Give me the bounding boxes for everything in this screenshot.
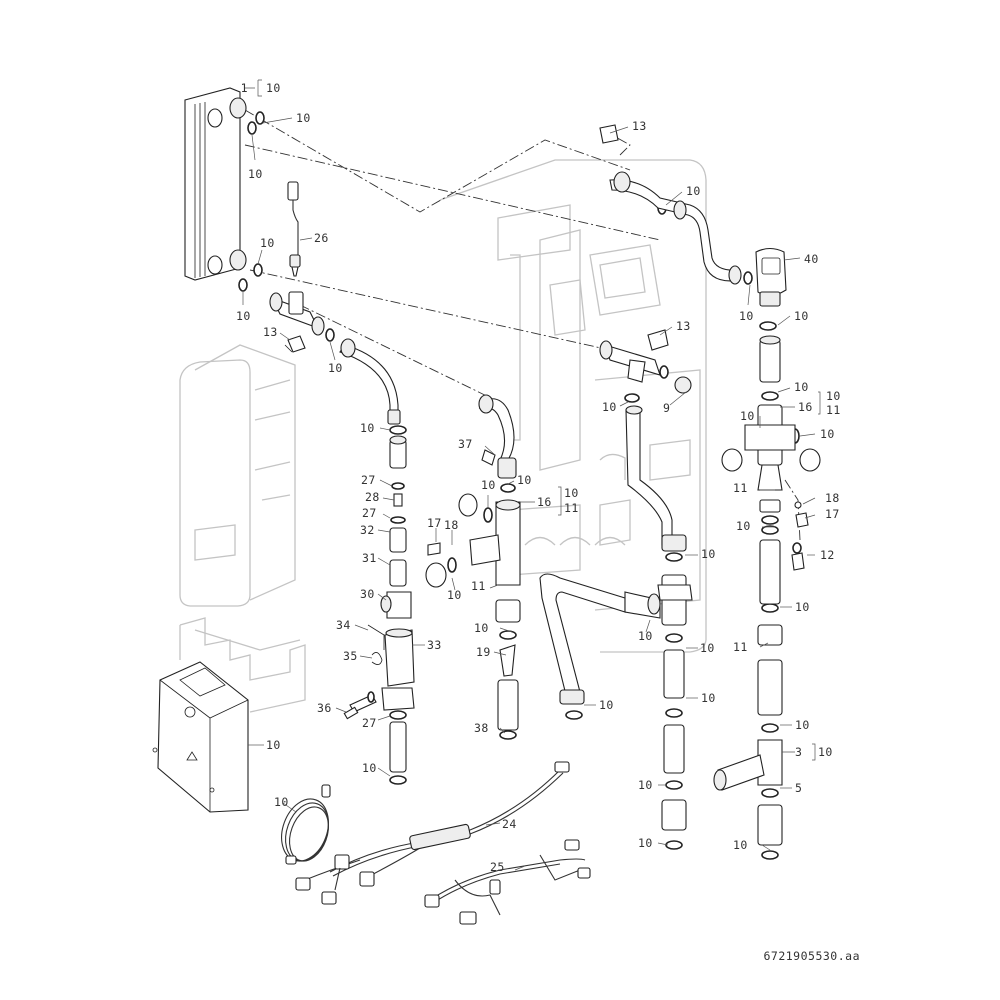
callout-label: 37 [458, 437, 473, 451]
callout-label: 40 [804, 252, 819, 266]
callout-label: 11 [733, 640, 748, 654]
callout-label: 10 [638, 629, 653, 643]
callout-label: 26 [314, 231, 329, 245]
callout-label: 10 [236, 309, 251, 323]
callout-label: 10 [602, 400, 617, 414]
callout-label: 10 [474, 621, 489, 635]
callout-label: 10 [481, 478, 496, 492]
pressure-gauge-fitting [755, 247, 787, 307]
callout-label: 11 [564, 501, 579, 515]
mounting-bracket-outline [179, 617, 306, 713]
callout-label: 10 [296, 111, 311, 125]
callout-label: 32 [360, 523, 375, 537]
callout-label: 10 [638, 836, 653, 850]
leader-lines [242, 79, 821, 871]
callout-label: 10 [564, 486, 579, 500]
flexible-pipe-left [339, 338, 401, 425]
callout-label: 10 [826, 389, 841, 403]
callout-label: 34 [336, 618, 351, 632]
callout-label: 38 [474, 721, 489, 735]
callout-label: 11 [471, 579, 486, 593]
callout-label: 10 [701, 691, 716, 705]
callout-label: 28 [365, 490, 380, 504]
callout-label: 10 [686, 184, 701, 198]
callout-label: 31 [362, 551, 377, 565]
callout-label: 27 [362, 716, 377, 730]
callout-label: 10 [795, 718, 810, 732]
callout-label: 10 [248, 167, 263, 181]
callout-label: 10 [794, 309, 809, 323]
wiring-harness-24 [295, 761, 570, 905]
callout-label: 30 [360, 587, 375, 601]
callout-label: 10 [700, 641, 715, 655]
lower-bent-pipe [539, 573, 661, 705]
wiring-harness-25 [424, 839, 591, 925]
callout-label: 9 [663, 401, 670, 415]
callout-label: 27 [362, 506, 377, 520]
centre-tee-and-pipes [599, 329, 692, 552]
mounting-frame-outline [439, 159, 707, 653]
callout-label: 35 [343, 649, 358, 663]
front-cover-outline [179, 344, 296, 607]
plate-heat-exchanger [184, 87, 247, 281]
callout-label: 10 [447, 588, 462, 602]
callout-label: 10 [328, 361, 343, 375]
t-piece-fitting-left [269, 291, 325, 353]
right-fitting-stack [713, 335, 821, 846]
control-box [152, 661, 249, 813]
callout-label: 27 [361, 473, 376, 487]
callout-label: 10 [266, 81, 281, 95]
callout-label: 33 [427, 638, 442, 652]
callout-label: 18 [825, 491, 840, 505]
callout-label: 10 [818, 745, 833, 759]
callout-label: 36 [317, 701, 332, 715]
callout-label: 10 [733, 838, 748, 852]
callout-label: 10 [266, 738, 281, 752]
left-valve-assembly [343, 435, 415, 773]
centre-right-fitting-stack [657, 574, 693, 831]
callout-label: 13 [676, 319, 691, 333]
callout-label: 10 [795, 600, 810, 614]
coiled-cable [281, 784, 331, 865]
callout-label: 10 [740, 409, 755, 423]
callout-label: 17 [825, 507, 840, 521]
callout-label: 16 [798, 400, 813, 414]
callout-label: 10 [701, 547, 716, 561]
callout-label: 10 [736, 519, 751, 533]
callout-label: 10 [820, 427, 835, 441]
callout-label: 13 [263, 325, 278, 339]
drawing-number: 6721905530.aa [763, 949, 860, 963]
callout-label: 11 [733, 481, 748, 495]
temperature-sensor [287, 181, 301, 277]
callout-label: 10 [599, 698, 614, 712]
callout-label: 10 [260, 236, 275, 250]
callout-label: 1 [241, 81, 248, 95]
callout-label: 12 [820, 548, 835, 562]
callout-label: 10 [517, 473, 532, 487]
callout-label: 10 [274, 795, 289, 809]
callout-label: 3 [795, 745, 802, 759]
callout-label: 13 [632, 119, 647, 133]
callout-label: 19 [476, 645, 491, 659]
callout-label: 16 [537, 495, 552, 509]
callout-label: 25 [490, 860, 505, 874]
callout-label: 17 [427, 516, 442, 530]
callout-label: 11 [826, 403, 841, 417]
callout-label: 10 [360, 421, 375, 435]
callout-label: 10 [362, 761, 377, 775]
middle-pipe-assembly [425, 394, 521, 731]
flexible-pipe-right [599, 124, 742, 285]
callout-label: 5 [795, 781, 802, 795]
callout-label: 10 [739, 309, 754, 323]
callout-label: 24 [502, 817, 517, 831]
callout-label: 18 [444, 518, 459, 532]
callout-label: 10 [794, 380, 809, 394]
callout-label: 10 [638, 778, 653, 792]
callout-labels: 1 10 10 10 26 10 10 13 10 13 10 40 10 10… [236, 81, 860, 963]
